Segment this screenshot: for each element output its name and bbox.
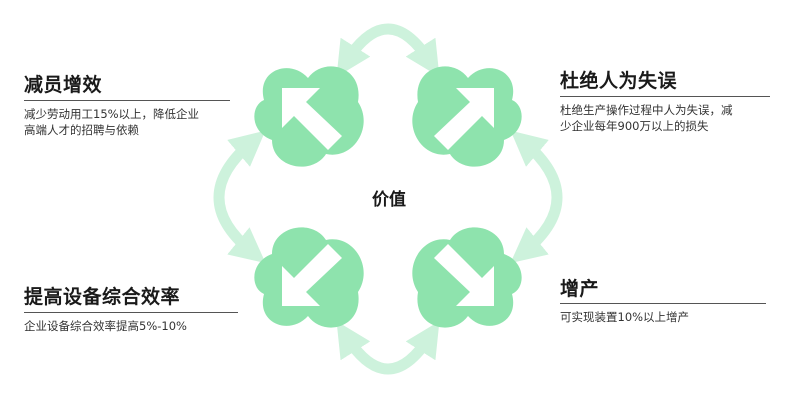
desc-line: 企业设备综合效率提高5%-10% (24, 319, 187, 333)
block-desc-bottom-left: 企业设备综合效率提高5%-10% (24, 318, 244, 334)
block-title-top-right: 杜绝人为失误 (560, 70, 678, 92)
block-title-bottom-right: 增产 (560, 278, 600, 300)
desc-line: 高端人才的招聘与依赖 (24, 123, 139, 137)
petal-bottom-left (254, 227, 364, 328)
petal-bottom-right (412, 227, 522, 328)
connector-top (336, 23, 440, 77)
connector-left (213, 130, 266, 264)
petal-top-right (412, 66, 522, 167)
block-title-bottom-left: 提高设备综合效率 (24, 286, 181, 308)
divider-bottom-right (560, 303, 766, 304)
divider-top-right (560, 96, 770, 97)
desc-line: 杜绝生产操作过程中人为失误，减 (560, 103, 733, 117)
block-title-top-left: 减员增效 (24, 74, 103, 96)
desc-line: 少企业每年900万以上的损失 (560, 119, 709, 133)
center-label: 价值 (372, 190, 406, 210)
desc-line: 可实现装置10%以上增产 (560, 310, 690, 324)
block-desc-bottom-right: 可实现装置10%以上增产 (560, 309, 780, 325)
divider-top-left (24, 100, 230, 101)
desc-line: 减少劳动用工15%以上，降低企业 (24, 107, 200, 121)
petal-top-left (254, 66, 364, 167)
divider-bottom-left (24, 312, 238, 313)
block-desc-top-left: 减少劳动用工15%以上，降低企业 高端人才的招聘与依赖 (24, 106, 236, 138)
connector-bottom (336, 321, 440, 375)
block-desc-top-right: 杜绝生产操作过程中人为失误，减 少企业每年900万以上的损失 (560, 102, 785, 134)
connector-right (510, 130, 563, 264)
